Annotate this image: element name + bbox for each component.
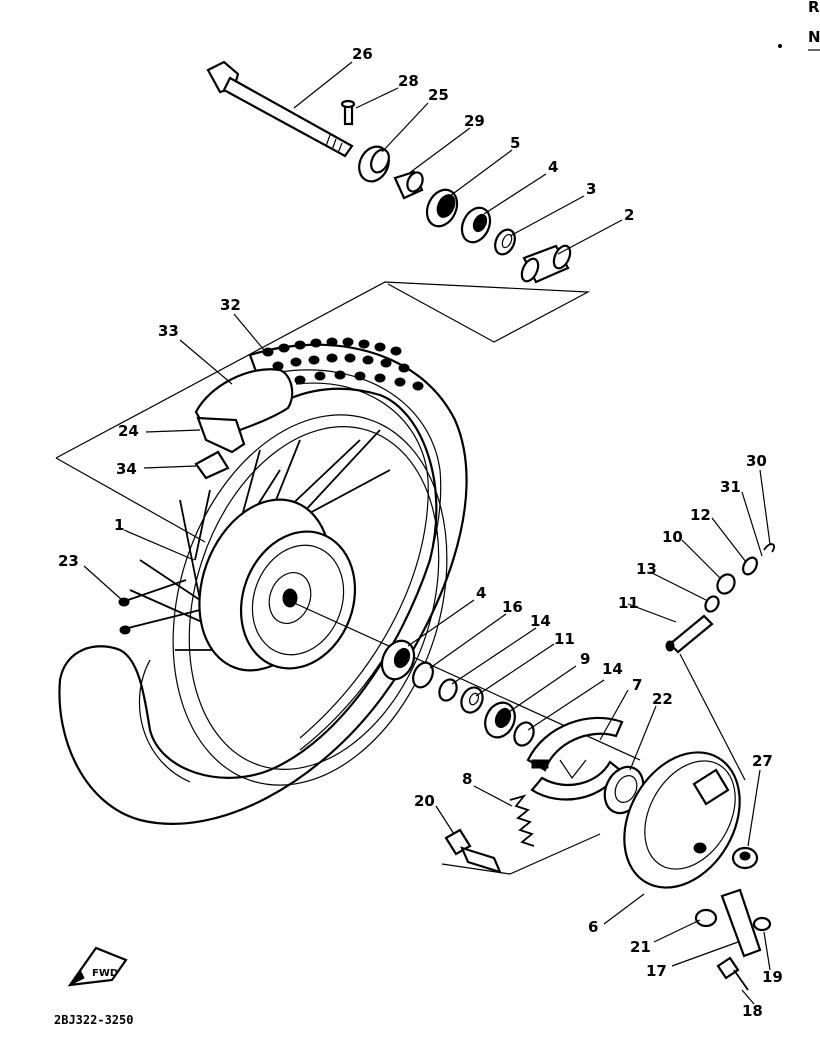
diagram-code: 2BJ322-3250 [54, 1013, 133, 1027]
assembly-bracket-right [679, 653, 746, 781]
part-number-labels: 26 28 25 29 5 4 3 2 32 33 24 34 1 23 4 1… [58, 45, 783, 1020]
label-24: 24 [118, 422, 139, 440]
label-14-upper: 14 [530, 612, 551, 630]
label-1: 1 [114, 516, 124, 534]
spacer-part [393, 170, 424, 200]
tire-tread-pattern [262, 337, 424, 391]
leader-lines [83, 61, 771, 1005]
label-32: 32 [220, 296, 241, 314]
label-23: 23 [58, 552, 79, 570]
label-11-upper: 11 [554, 630, 575, 648]
corner-mark-r: R [808, 0, 820, 16]
assembly-bracket-left [55, 457, 206, 543]
sleeve-part [520, 244, 572, 284]
label-30: 30 [746, 452, 767, 470]
fwd-arrow-badge: FWD [67, 946, 128, 987]
collar-part [358, 145, 390, 183]
label-16: 16 [502, 598, 523, 616]
label-9: 9 [580, 650, 590, 668]
hub-part [198, 498, 357, 672]
label-20: 20 [414, 792, 435, 810]
label-25: 25 [428, 86, 449, 104]
corner-dot [778, 44, 782, 48]
label-10: 10 [662, 528, 683, 546]
label-4-lower: 4 [476, 584, 486, 602]
washer-14b-part [513, 721, 535, 747]
rim-part [172, 414, 448, 786]
assembly-bracket-lower [441, 833, 601, 875]
label-26: 26 [352, 45, 373, 63]
label-31: 31 [720, 478, 741, 496]
oil-seal-part-2 [380, 639, 416, 681]
cam-lever-part [694, 888, 772, 991]
label-6: 6 [588, 918, 598, 936]
label-17: 17 [646, 962, 667, 980]
label-13: 13 [636, 560, 657, 578]
axle-part [206, 60, 354, 158]
brake-plate-part [623, 751, 741, 889]
nut-27-part [731, 846, 759, 870]
oil-seal-part [460, 206, 492, 244]
spoke-nipples-part [118, 579, 201, 635]
label-5: 5 [510, 134, 520, 152]
label-8: 8 [462, 770, 472, 788]
cam-shaft-part [665, 543, 776, 654]
label-2: 2 [624, 206, 634, 224]
rim-band-part [194, 368, 294, 480]
label-19: 19 [762, 968, 783, 986]
washer-14-part [438, 678, 458, 702]
label-27: 27 [752, 752, 773, 770]
label-14-lower: 14 [602, 660, 623, 678]
bolt-part [340, 99, 356, 126]
label-33: 33 [158, 322, 179, 340]
clip-15-part [460, 686, 484, 714]
spring-part [509, 794, 535, 847]
label-21: 21 [630, 938, 651, 956]
label-28: 28 [398, 72, 419, 90]
bolt-20-part [444, 828, 502, 874]
label-4-upper: 4 [548, 158, 558, 176]
label-22: 22 [652, 690, 673, 708]
label-3: 3 [586, 180, 596, 198]
corner-mark-n: N [808, 28, 820, 46]
label-7: 7 [632, 676, 642, 694]
bearing-part [425, 188, 459, 228]
brake-shoe-part [526, 716, 624, 801]
label-34: 34 [116, 460, 137, 478]
label-18: 18 [742, 1002, 763, 1020]
assembly-bracket-upper [55, 281, 591, 459]
label-12: 12 [690, 506, 711, 524]
seal-16-part [412, 661, 434, 689]
fwd-badge-text: FWD [92, 968, 118, 979]
label-11-lower: 11 [618, 594, 639, 612]
label-29: 29 [464, 112, 485, 130]
circlip-part [494, 228, 516, 256]
